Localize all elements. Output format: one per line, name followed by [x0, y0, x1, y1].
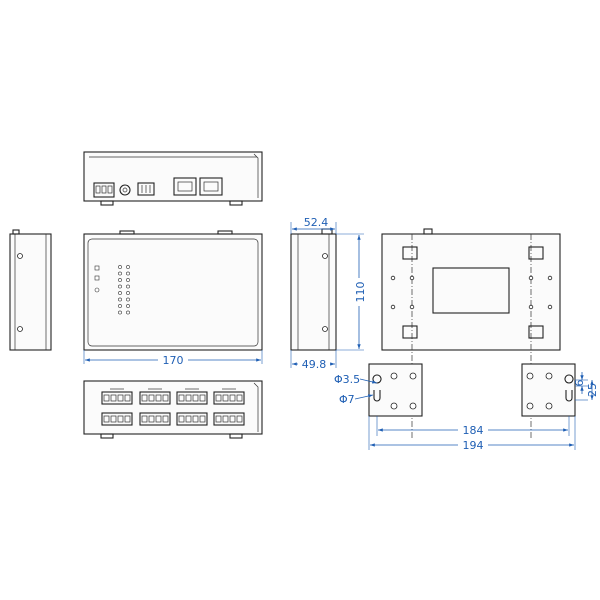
- mounting-hole: [528, 304, 534, 310]
- dimension-side-depth-top: 52.4: [304, 216, 329, 229]
- dimension-184: 184: [376, 416, 570, 437]
- dimension-hole-small-label: Φ3.5: [334, 373, 360, 386]
- mounting-hole: [409, 304, 415, 310]
- led-indicator: [126, 297, 130, 302]
- mounting-bracket-view: [368, 228, 576, 440]
- terminal-block: [213, 412, 245, 426]
- led-indicator: [118, 304, 122, 308]
- led-indicator: [126, 284, 130, 289]
- led-indicator: [126, 291, 130, 295]
- dimension-194: 194: [368, 416, 576, 452]
- dimension-52-4: 52.4: [290, 216, 337, 234]
- dimension-170: 170: [83, 350, 263, 367]
- dimension-side-height: 110: [354, 282, 367, 303]
- led-indicator: [118, 297, 122, 302]
- led-indicator: [118, 291, 122, 295]
- dimension-slot: 6 25: [573, 372, 599, 401]
- mounting-hole: [547, 304, 553, 310]
- dimension-mount-pitch: 184: [463, 424, 484, 437]
- mounting-hole: [547, 275, 553, 281]
- terminal-block: [101, 388, 133, 405]
- mounting-hole: [528, 275, 534, 281]
- led-indicator: [126, 271, 130, 276]
- dimension-slot-height: 25: [586, 383, 599, 397]
- terminal-block: [176, 412, 208, 426]
- led-indicators: [94, 265, 130, 315]
- dimension-side-depth-bottom: 49.8: [302, 358, 327, 371]
- terminal-block: [213, 388, 245, 405]
- dimension-hole-large-label: Φ7: [339, 393, 355, 406]
- side-profile-view: [290, 228, 337, 351]
- dimension-hole-large: Φ7: [339, 393, 374, 406]
- mounting-hole: [409, 275, 415, 281]
- dimension-bracket-width: 194: [463, 439, 484, 452]
- led-indicator: [118, 310, 122, 315]
- rear-panel-view: [83, 151, 263, 206]
- terminal-block: [101, 412, 133, 426]
- dimension-hole-small: Φ3.5: [334, 373, 378, 386]
- terminal-panel-view: [83, 380, 263, 439]
- terminal-block: [139, 388, 171, 405]
- led-indicator: [118, 284, 122, 289]
- led-indicator: [126, 304, 130, 308]
- led-indicator: [126, 278, 130, 282]
- dimension-slot-gap: 6: [573, 380, 586, 387]
- terminal-block: [139, 412, 171, 426]
- front-panel-view: [83, 230, 263, 351]
- dimension-110: 110: [336, 233, 367, 351]
- dimension-front-width: 170: [163, 354, 184, 367]
- dimension-49-8: 49.8: [290, 350, 337, 371]
- left-side-view: [9, 229, 52, 351]
- mounting-hole: [390, 275, 396, 281]
- led-indicator: [126, 310, 130, 315]
- led-indicator: [126, 265, 130, 269]
- led-indicator: [118, 265, 122, 269]
- terminal-block: [176, 388, 208, 405]
- mounting-hole: [390, 304, 396, 310]
- led-indicator: [118, 271, 122, 276]
- led-indicator: [118, 278, 122, 282]
